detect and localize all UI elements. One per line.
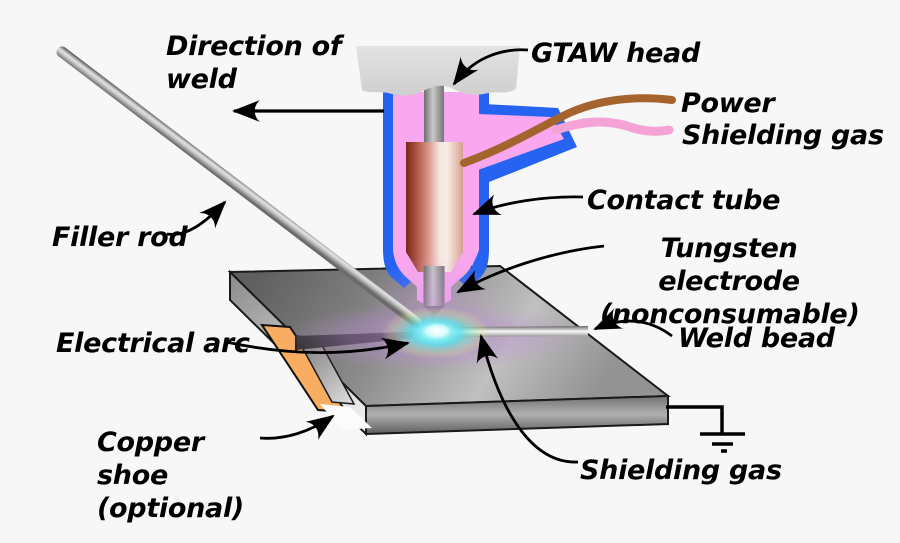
ground-symbol bbox=[666, 405, 745, 453]
leader-electrical-arc bbox=[225, 337, 410, 360]
plate-gap-highlight bbox=[320, 404, 372, 430]
leader-copper-shoe bbox=[259, 414, 335, 440]
filler-rod-shape bbox=[56, 46, 422, 328]
label-gtaw-head: GTAW head bbox=[531, 38, 700, 69]
leader-filler-rod bbox=[166, 200, 227, 236]
leader-tungsten-electrode bbox=[456, 244, 605, 294]
label-shielding-gas-flow: Shielding gas bbox=[580, 455, 782, 486]
label-direction-of-weld: Direction of weld bbox=[166, 31, 342, 95]
electrical-arc-glow bbox=[381, 307, 491, 359]
label-copper-shoe: Copper shoe (optional) bbox=[97, 427, 244, 524]
label-contact-tube: Contact tube bbox=[587, 185, 781, 216]
leader-gtaw-head bbox=[452, 48, 529, 86]
power-wire bbox=[460, 94, 676, 167]
welding-torch bbox=[356, 46, 676, 316]
annotation-leaders bbox=[166, 48, 673, 464]
label-shielding-gas-supply: Shielding gas bbox=[682, 120, 884, 151]
shielding-gas-tube bbox=[551, 117, 674, 136]
label-tungsten-electrode: Tungsten electrode (nonconsumable) bbox=[600, 233, 860, 330]
label-electrical-arc: Electrical arc bbox=[56, 328, 250, 359]
label-weld-bead: Weld bead bbox=[678, 323, 835, 354]
leader-contact-tube bbox=[472, 194, 584, 216]
contact-tube-shape bbox=[406, 142, 463, 272]
leader-weld-bead bbox=[593, 308, 673, 338]
gtaw-head-shape bbox=[356, 46, 520, 96]
leader-shielding-gas bbox=[476, 334, 579, 464]
label-power: Power bbox=[681, 88, 775, 119]
label-filler-rod: Filler rod bbox=[52, 222, 188, 253]
